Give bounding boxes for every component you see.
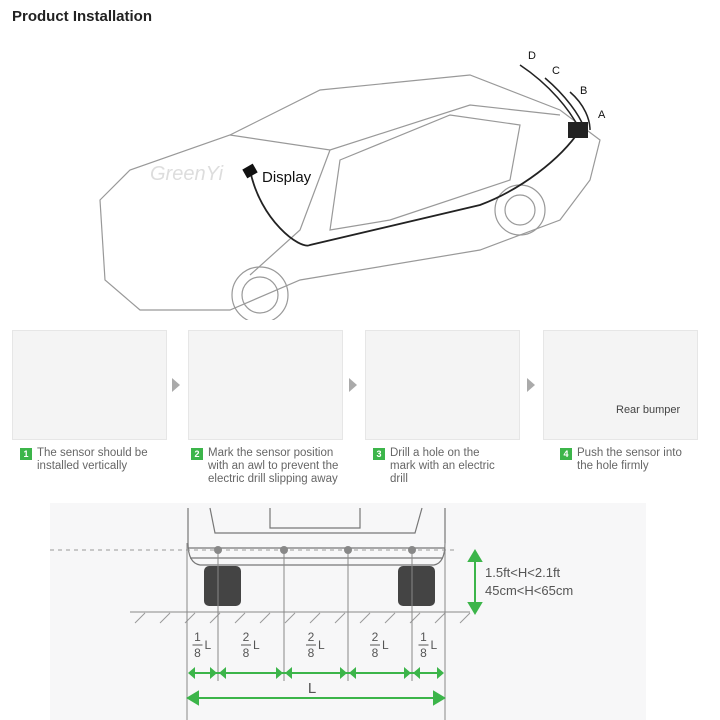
segment-den: 8 <box>372 646 379 660</box>
height-ft-label: 1.5ft<H<2.1ft <box>485 565 561 580</box>
dimension-arrow <box>285 667 347 679</box>
segment-unit: L <box>253 638 260 652</box>
step-number: 4 <box>560 448 572 460</box>
step-text: Push the sensor into the hole firmly <box>577 447 682 472</box>
sensor-label-b: B <box>580 85 587 97</box>
segment-num: 1 <box>194 630 201 644</box>
segment-den: 8 <box>420 646 427 660</box>
segment-num: 1 <box>420 630 427 644</box>
sensor-label-d: D <box>528 50 536 62</box>
next-arrow-icon <box>527 378 535 392</box>
segment-den: 8 <box>308 646 315 660</box>
car-wiring-illustration: Display D C B A GreenYi <box>99 50 606 320</box>
watermark: GreenYi <box>150 163 224 185</box>
dimension-arrow <box>349 667 411 679</box>
height-cm-label: 45cm<H<65cm <box>485 583 573 598</box>
step-number: 1 <box>20 448 32 460</box>
segment-unit: L <box>431 638 438 652</box>
segment-label: 2 8L <box>285 630 347 679</box>
page-title: Product Installation <box>12 8 153 25</box>
step-4-image: Rear bumper <box>543 330 698 440</box>
segment-unit: L <box>382 638 389 652</box>
step-text: Drill a hole on the mark with an electri… <box>390 447 495 485</box>
step-text: Mark the sensor position with an awl to … <box>208 447 339 485</box>
segment-label: 2 8L <box>219 630 283 679</box>
step-3-image <box>365 330 520 440</box>
step-2-image <box>188 330 343 440</box>
segment-unit: L <box>205 638 212 652</box>
step-3: 3 Drill a hole on the mark with an electr… <box>373 447 508 486</box>
dimension-arrow <box>413 667 444 679</box>
segment-den: 8 <box>194 646 201 660</box>
dimension-arrow <box>219 667 283 679</box>
dimension-arrow <box>188 667 217 679</box>
sensor-label-a: A <box>598 109 606 121</box>
sensor-label-c: C <box>552 65 560 77</box>
rear-bumper-label: Rear bumper <box>616 404 681 416</box>
segment-label: 2 8L <box>349 630 411 679</box>
step-2: 2 Mark the sensor position with an awl to… <box>191 447 351 486</box>
display-label: Display <box>262 169 312 186</box>
step-text: The sensor should be installed verticall… <box>37 447 148 472</box>
step-number: 2 <box>191 448 203 460</box>
next-arrow-icon <box>172 378 180 392</box>
step-1-image <box>12 330 167 440</box>
segment-label: 1 8L <box>413 630 444 679</box>
segment-label: 1 8L <box>188 630 217 679</box>
segment-num: 2 <box>243 630 250 644</box>
segment-den: 8 <box>243 646 250 660</box>
segment-num: 2 <box>372 630 379 644</box>
next-arrow-icon <box>349 378 357 392</box>
step-number: 3 <box>373 448 385 460</box>
step-4: 4 Push the sensor into the hole firmly <box>560 447 695 473</box>
segment-num: 2 <box>308 630 315 644</box>
segment-unit: L <box>318 638 325 652</box>
total-length-label: L <box>308 680 316 697</box>
step-1: 1 The sensor should be installed vertical… <box>20 447 170 473</box>
